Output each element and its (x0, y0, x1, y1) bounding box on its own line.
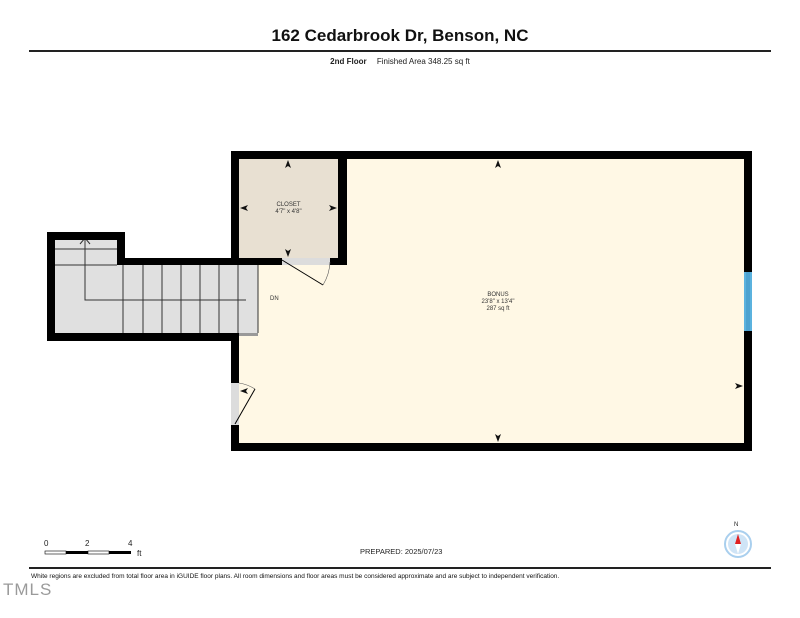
closet-dimensions: 4'7" x 4'8" (275, 209, 302, 215)
dimension-arrows (240, 160, 743, 442)
scale-tick-0: 0 (44, 539, 49, 548)
watermark-logo: TMLS (3, 580, 53, 599)
stairs-down-label: DN (270, 296, 279, 302)
bonus-name: BONUS (487, 292, 509, 298)
page-title: 162 Cedarbrook Dr, Benson, NC (271, 26, 529, 45)
compass-icon (724, 530, 752, 558)
closet-fill (239, 159, 338, 258)
header-divider (29, 50, 771, 52)
bonus-dimensions: 23'8" x 13'4" (481, 299, 515, 305)
closet-label: CLOSET 4'7" x 4'8" (239, 202, 338, 216)
scale-tick-2: 2 (85, 539, 90, 548)
window (744, 272, 752, 331)
scale-tick-4: 4 (128, 539, 133, 548)
finished-area: Finished Area 348.25 sq ft (376, 57, 470, 66)
compass-north-label: N (734, 522, 739, 528)
stairs-upper-fill (55, 240, 117, 265)
disclaimer-text: White regions are excluded from total fl… (31, 573, 560, 580)
floor-subtitle: 2nd Floor Finished Area 348.25 sq ft (0, 57, 800, 66)
walls (47, 151, 752, 451)
footer-divider (29, 567, 771, 569)
closet-name: CLOSET (276, 202, 301, 208)
bonus-area: 287 sq ft (486, 306, 510, 312)
closet-door (281, 258, 331, 286)
bonus-label: BONUS 23'8" x 13'4" 287 sq ft (448, 292, 548, 313)
prepared-date: PREPARED: 2025/07/23 (360, 547, 443, 556)
stair-treads (55, 248, 259, 333)
scale-bar (44, 550, 131, 555)
stairs-main-fill (55, 265, 258, 333)
scale-unit: ft (137, 549, 142, 558)
floor-label: 2nd Floor (330, 57, 367, 66)
bonus-left-door (231, 382, 256, 425)
stair-landing-strip (239, 333, 258, 336)
